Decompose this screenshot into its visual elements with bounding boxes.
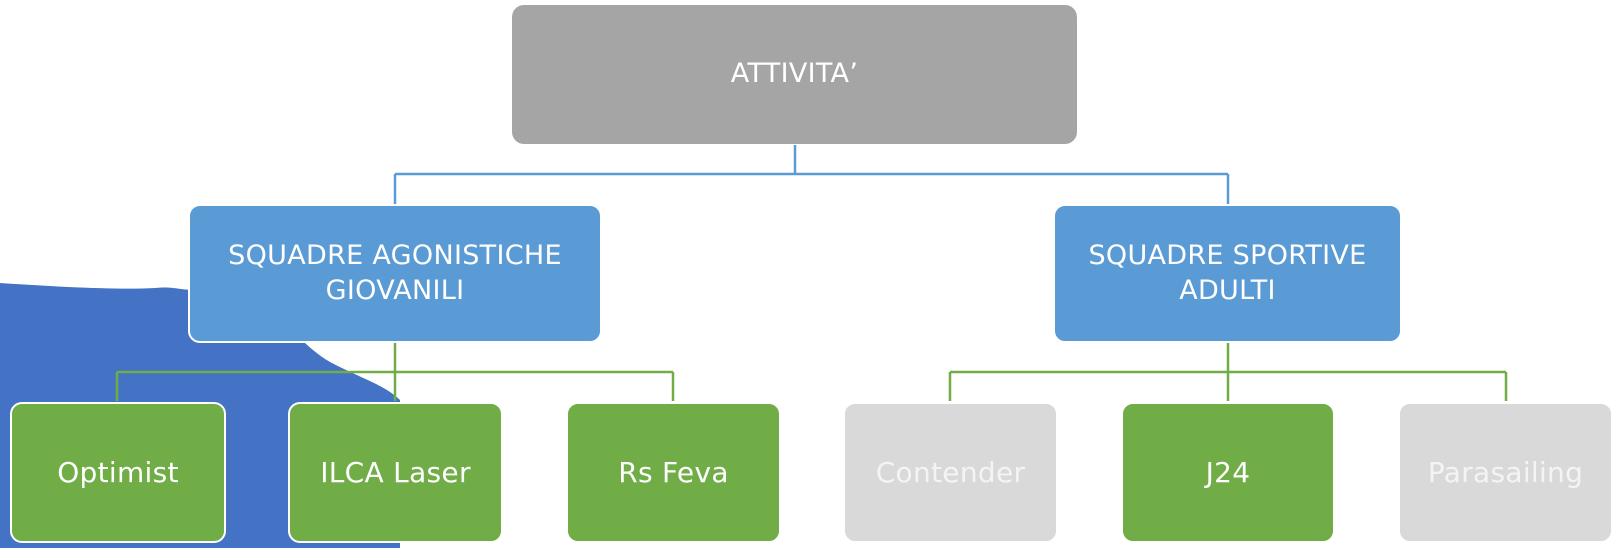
connector-root-to-groups	[393, 145, 1230, 204]
leaf-node-parasailing: Parasailing	[1398, 402, 1613, 543]
group-node-squadre-sportive: SQUADRE SPORTIVE ADULTI	[1053, 204, 1402, 343]
connector-group2-to-leaves	[948, 343, 1508, 401]
leaf-node-label: Optimist	[57, 455, 179, 489]
root-node: ATTIVITA’	[512, 5, 1077, 144]
connector-group1-to-leaves	[115, 343, 675, 401]
leaf-node-contender: Contender	[843, 402, 1058, 543]
leaf-node-j24: J24	[1121, 402, 1335, 543]
leaf-node-rs-feva: Rs Feva	[566, 402, 781, 543]
group-node-label-line2: GIOVANILI	[325, 274, 465, 306]
leaf-node-label: ILCA Laser	[320, 455, 471, 489]
group-node-label-line2: ADULTI	[1179, 274, 1276, 306]
root-node-label: ATTIVITA’	[730, 58, 859, 90]
leaf-node-label: Contender	[875, 455, 1026, 489]
leaf-node-label: Rs Feva	[618, 455, 729, 489]
leaf-node-label: Parasailing	[1427, 455, 1584, 489]
leaf-node-ilca-laser: ILCA Laser	[288, 402, 503, 543]
leaf-node-label: J24	[1205, 455, 1251, 489]
group-node-label-line1: SQUADRE AGONISTICHE	[228, 239, 562, 271]
group-node-label-line1: SQUADRE SPORTIVE	[1088, 239, 1367, 271]
group-node-squadre-agonistiche: SQUADRE AGONISTICHE GIOVANILI	[188, 204, 602, 343]
leaf-node-optimist: Optimist	[10, 402, 226, 543]
